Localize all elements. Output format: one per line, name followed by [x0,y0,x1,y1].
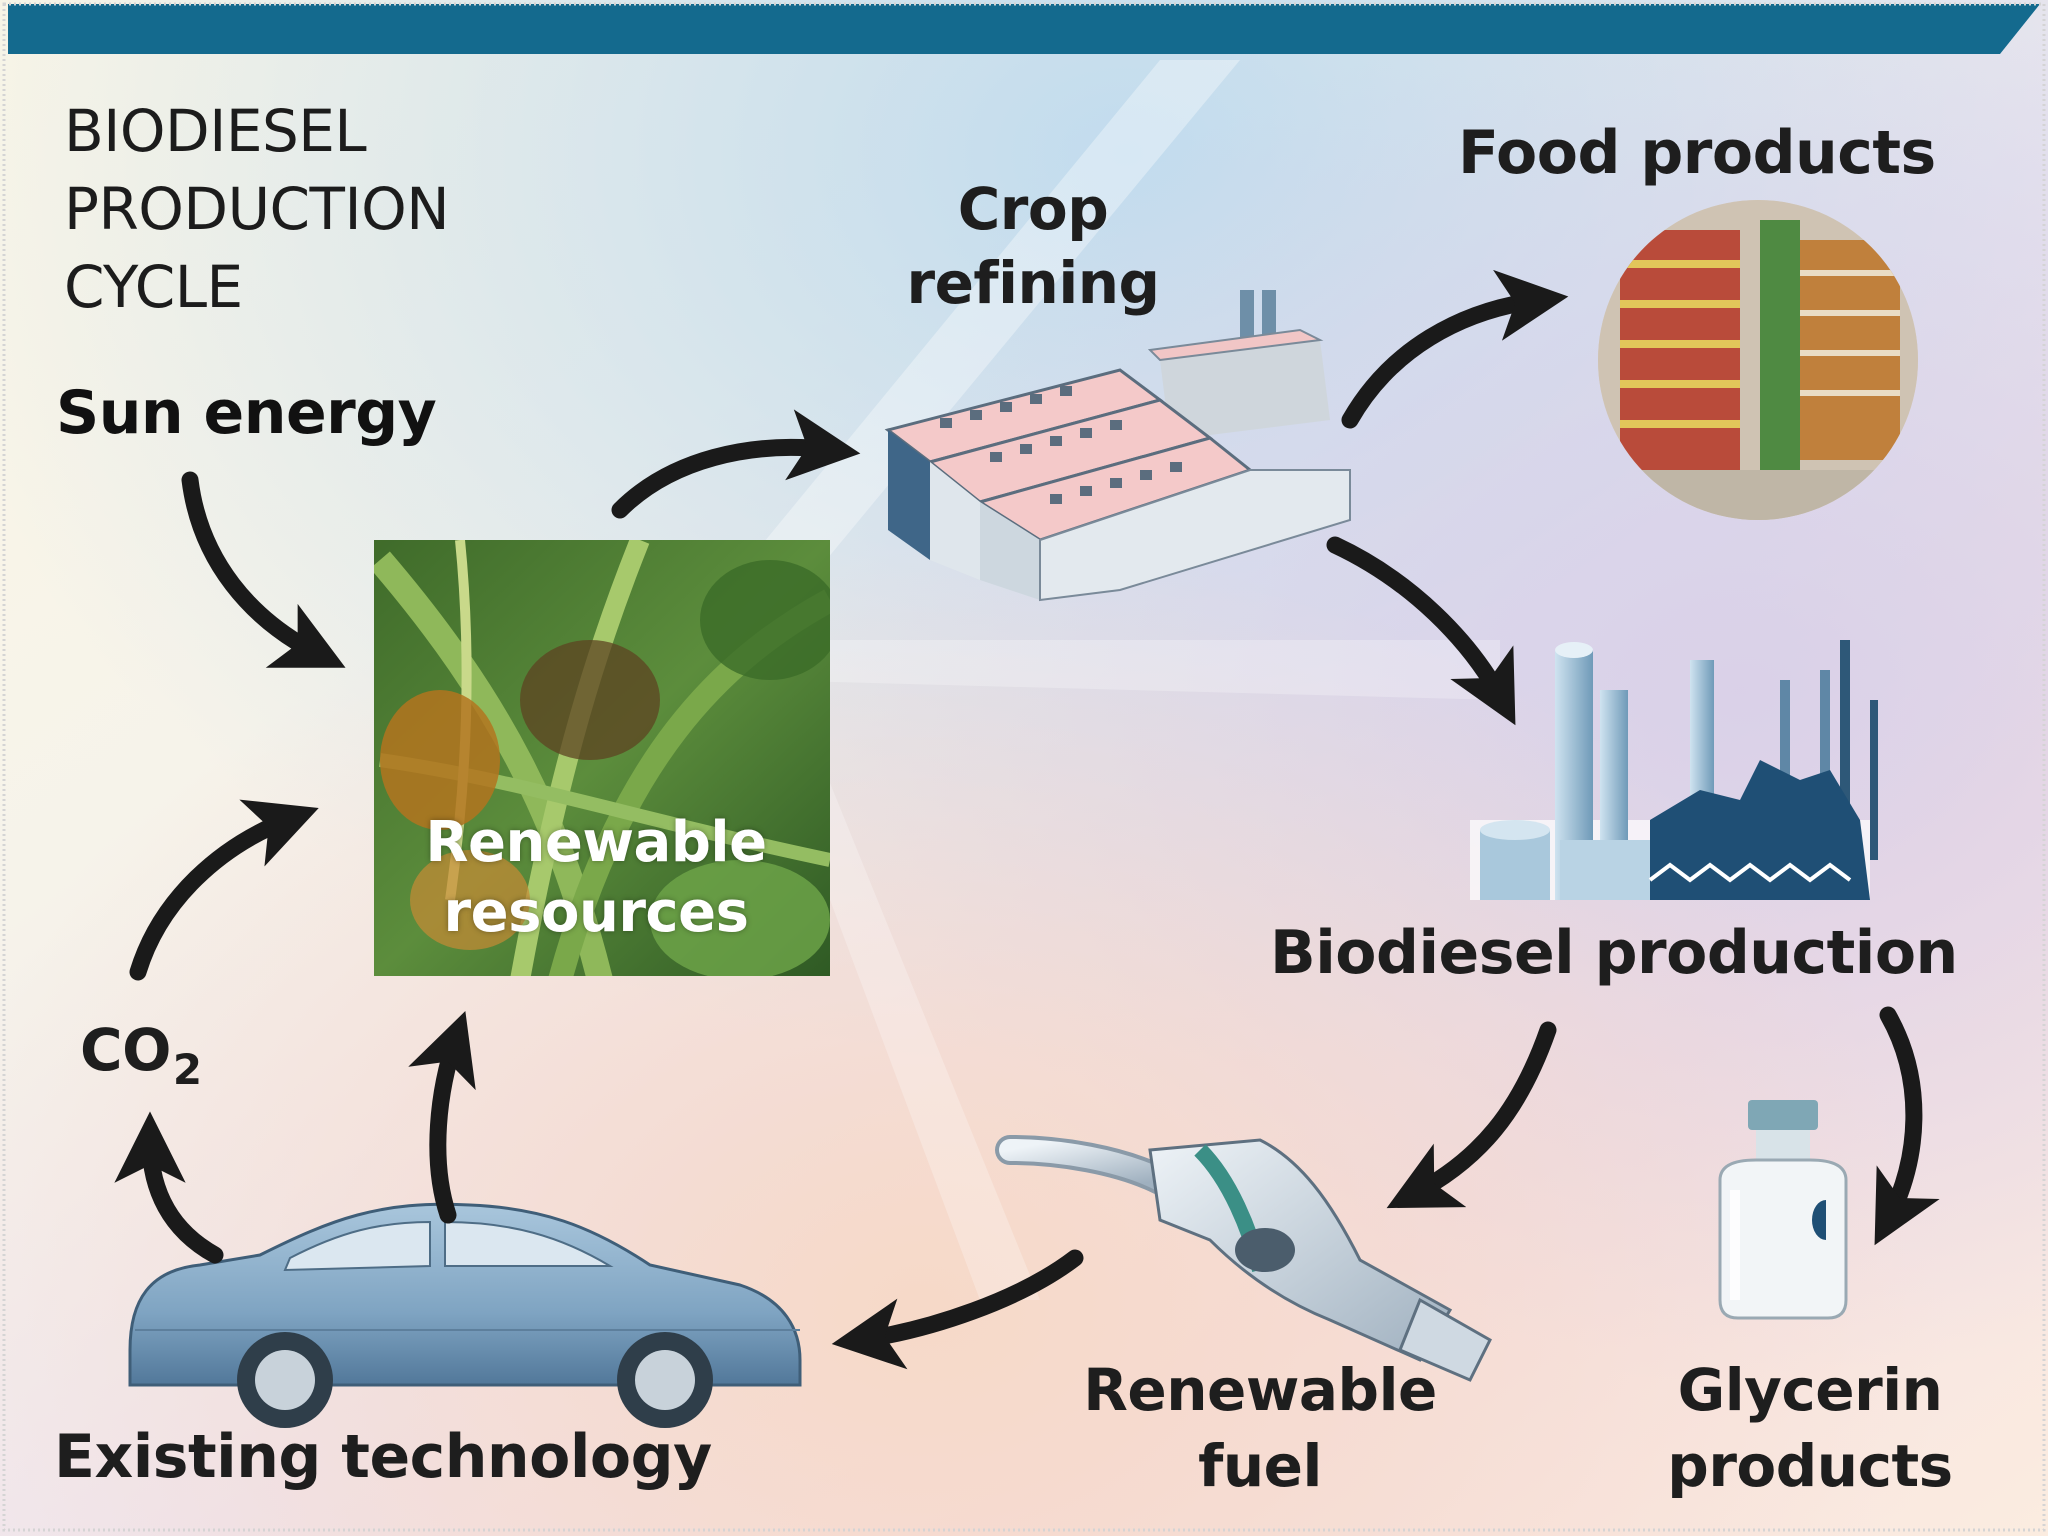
arrow-biodiesel-to-glycerin [1874,1006,1940,1246]
co2-text: CO [80,1016,171,1084]
flow-arrows [114,269,1940,1370]
top-bar [8,4,2040,54]
renewable-resources-label: Renewable resources [425,810,767,945]
refinery-factory-icon [884,290,1351,602]
arrow-car-to-resources [408,1011,476,1224]
fuel-nozzle-icon [995,1135,1492,1382]
crop-refining-label: Crop refining [906,175,1160,317]
glycerin-vial-icon [1718,1100,1848,1320]
arrow-resources-to-refining [611,409,861,519]
arrow-refining-to-food [1341,269,1569,429]
oil-palm-photo [374,540,830,976]
biodiesel-plant-icon [1470,640,1878,900]
arrow-co2-to-resources [129,799,319,981]
arrow-fuel-to-car [831,1249,1084,1370]
arrow-biodiesel-to-fuel [1386,1021,1557,1209]
co2-label: CO2 [80,1016,202,1094]
diagram-title: BIODIESEL PRODUCTION CYCLE [64,97,450,321]
food-products-label: Food products [1458,118,1936,188]
renewable-fuel-label: Renewable fuel [1083,1356,1437,1500]
co2-subscript: 2 [172,1045,202,1094]
arrow-refining-to-biodiesel [1326,536,1516,726]
existing-technology-label: Existing technology [54,1422,712,1492]
arrow-car-to-co2 [114,1111,224,1264]
supermarket-shelves-photo [1598,200,1918,520]
sun-energy-label: Sun energy [56,378,437,448]
arrow-sun-to-resources [181,471,346,668]
sedan-car-icon [128,1202,802,1428]
glycerin-products-label: Glycerin products [1667,1356,1953,1500]
biodiesel-production-label: Biodiesel production [1270,918,1958,988]
